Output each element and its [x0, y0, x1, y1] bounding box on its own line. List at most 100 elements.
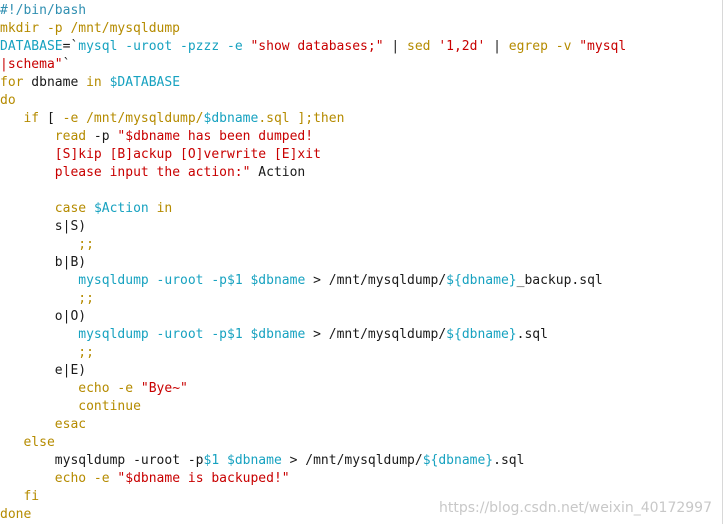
code-token-plain: /mnt/mysqldump/ [328, 273, 447, 288]
code-token-plain [0, 129, 55, 144]
code-line[interactable]: e|E) [0, 362, 722, 380]
code-token-variable: ${dbname} [446, 273, 517, 288]
code-token-variable: $dbname [250, 273, 306, 288]
code-token-plain: e|E) [54, 363, 87, 378]
code-token-keyword: ;; [78, 237, 94, 252]
code-token-keyword: read [54, 129, 87, 144]
code-token-plain: .sql [493, 453, 525, 468]
code-token-keyword: ;; [78, 291, 94, 306]
code-token-plain [0, 471, 55, 486]
code-line[interactable]: |schema"` [0, 56, 722, 74]
code-token-plain [0, 237, 78, 252]
code-token-variable: mysql -uroot -pzzz -e [78, 39, 251, 54]
code-token-keyword: continue [78, 399, 141, 414]
code-line[interactable]: echo -e "Bye~" [0, 380, 722, 398]
code-line[interactable]: case $Action in [0, 200, 722, 218]
code-token-keyword: in [86, 75, 102, 90]
code-token-plain [0, 309, 55, 324]
code-token-string: please input the action:" [54, 165, 251, 180]
code-line[interactable]: if [ -e /mnt/mysqldump/$dbname.sql ];the… [0, 110, 722, 128]
code-token-plain [102, 75, 110, 90]
code-token-plain: [ [39, 111, 63, 126]
code-token-plain [149, 201, 157, 216]
code-line[interactable]: read -p "$dbname has been dumped! [0, 128, 722, 146]
code-token-plain [0, 147, 55, 162]
code-line[interactable]: mysqldump -uroot -p$1 $dbname > /mnt/mys… [0, 452, 722, 470]
code-token-plain: b|B) [54, 255, 87, 270]
code-line[interactable]: ;; [0, 236, 722, 254]
code-line[interactable] [0, 182, 722, 200]
code-token-variable: ${dbname} [446, 327, 517, 342]
code-token-string: |schema" [0, 57, 63, 72]
code-token-keyword: in [156, 201, 173, 216]
code-token-plain: mysqldump -uroot -p [54, 453, 204, 468]
code-token-keyword: egrep -v [508, 39, 580, 54]
code-token-keyword: then [313, 111, 345, 126]
code-line[interactable]: [S]kip [B]ackup [O]verwrite [E]xit [0, 146, 722, 164]
code-token-keyword: done [0, 507, 32, 522]
code-token-plain: Action [250, 165, 306, 180]
code-line[interactable]: echo -e "$dbname is backuped!" [0, 470, 722, 488]
code-token-comment: #!/bin/bash [0, 3, 87, 18]
code-line[interactable]: else [0, 434, 722, 452]
code-token-variable: DATABASE [0, 39, 63, 54]
code-token-plain: > [305, 327, 329, 342]
code-line[interactable]: do [0, 92, 722, 110]
code-line[interactable]: please input the action:" Action [0, 164, 722, 182]
code-line[interactable]: mkdir -p /mnt/mysqldump [0, 20, 722, 38]
code-line[interactable]: #!/bin/bash [0, 2, 722, 20]
code-line[interactable]: continue [0, 398, 722, 416]
code-token-string: '1,2d' [438, 39, 486, 54]
code-line[interactable]: ;; [0, 290, 722, 308]
code-line[interactable]: esac [0, 416, 722, 434]
code-token-keyword: -e /mnt/mysqldump/ [62, 111, 204, 126]
code-token-variable: $dbname [203, 111, 259, 126]
code-token-plain: .sql [516, 327, 548, 342]
code-token-plain [219, 453, 227, 468]
code-line[interactable]: DATABASE=`mysql -uroot -pzzz -e "show da… [0, 38, 722, 56]
code-line[interactable]: fi [0, 488, 722, 506]
code-token-plain: | [485, 39, 509, 54]
code-line[interactable]: mysqldump -uroot -p$1 $dbname > /mnt/mys… [0, 326, 722, 344]
code-token-keyword: .sql ]; [258, 111, 314, 126]
code-token-plain [0, 291, 78, 306]
code-token-variable: $dbname [227, 453, 282, 468]
code-token-plain [0, 273, 78, 288]
code-token-plain [0, 435, 23, 450]
code-token-string: "show databases;" [250, 39, 384, 54]
code-token-keyword: mkdir -p /mnt/mysqldump [0, 21, 181, 36]
code-token-plain: o|O) [54, 309, 87, 324]
code-token-string: [S]kip [B]ackup [O]verwrite [E]xit [54, 147, 321, 162]
code-token-plain [0, 399, 78, 414]
code-token-keyword: else [23, 435, 55, 450]
code-token-keyword: for [0, 75, 24, 90]
code-token-plain [0, 201, 55, 216]
code-token-plain: ` [62, 57, 71, 72]
code-line[interactable]: ;; [0, 344, 722, 362]
code-line[interactable]: b|B) [0, 254, 722, 272]
code-token-plain: -p [86, 129, 118, 144]
code-token-plain [0, 165, 55, 180]
code-token-plain: dbname [23, 75, 87, 90]
code-line[interactable]: o|O) [0, 308, 722, 326]
code-token-keyword: sed [407, 39, 439, 54]
code-token-plain [86, 201, 94, 216]
code-line[interactable]: s|S) [0, 218, 722, 236]
code-token-plain [0, 381, 78, 396]
code-token-variable: mysqldump -uroot -p [78, 273, 227, 288]
code-line[interactable]: for dbname in $DATABASE [0, 74, 722, 92]
code-token-string: "Bye~" [140, 381, 188, 396]
code-token-keyword: echo -e [54, 471, 118, 486]
code-token-plain [0, 111, 23, 126]
code-token-variable: $1 [227, 327, 243, 342]
code-line[interactable]: mysqldump -uroot -p$1 $dbname > /mnt/mys… [0, 272, 722, 290]
code-token-variable: ${dbname} [422, 453, 494, 468]
code-token-variable: $Action [93, 201, 149, 216]
code-token-keyword: echo -e [78, 381, 141, 396]
code-token-string: "$dbname is backuped!" [117, 471, 290, 486]
code-line[interactable]: done [0, 506, 722, 524]
code-token-keyword: ;; [78, 345, 94, 360]
code-token-string: "$dbname has been dumped! [117, 129, 314, 144]
